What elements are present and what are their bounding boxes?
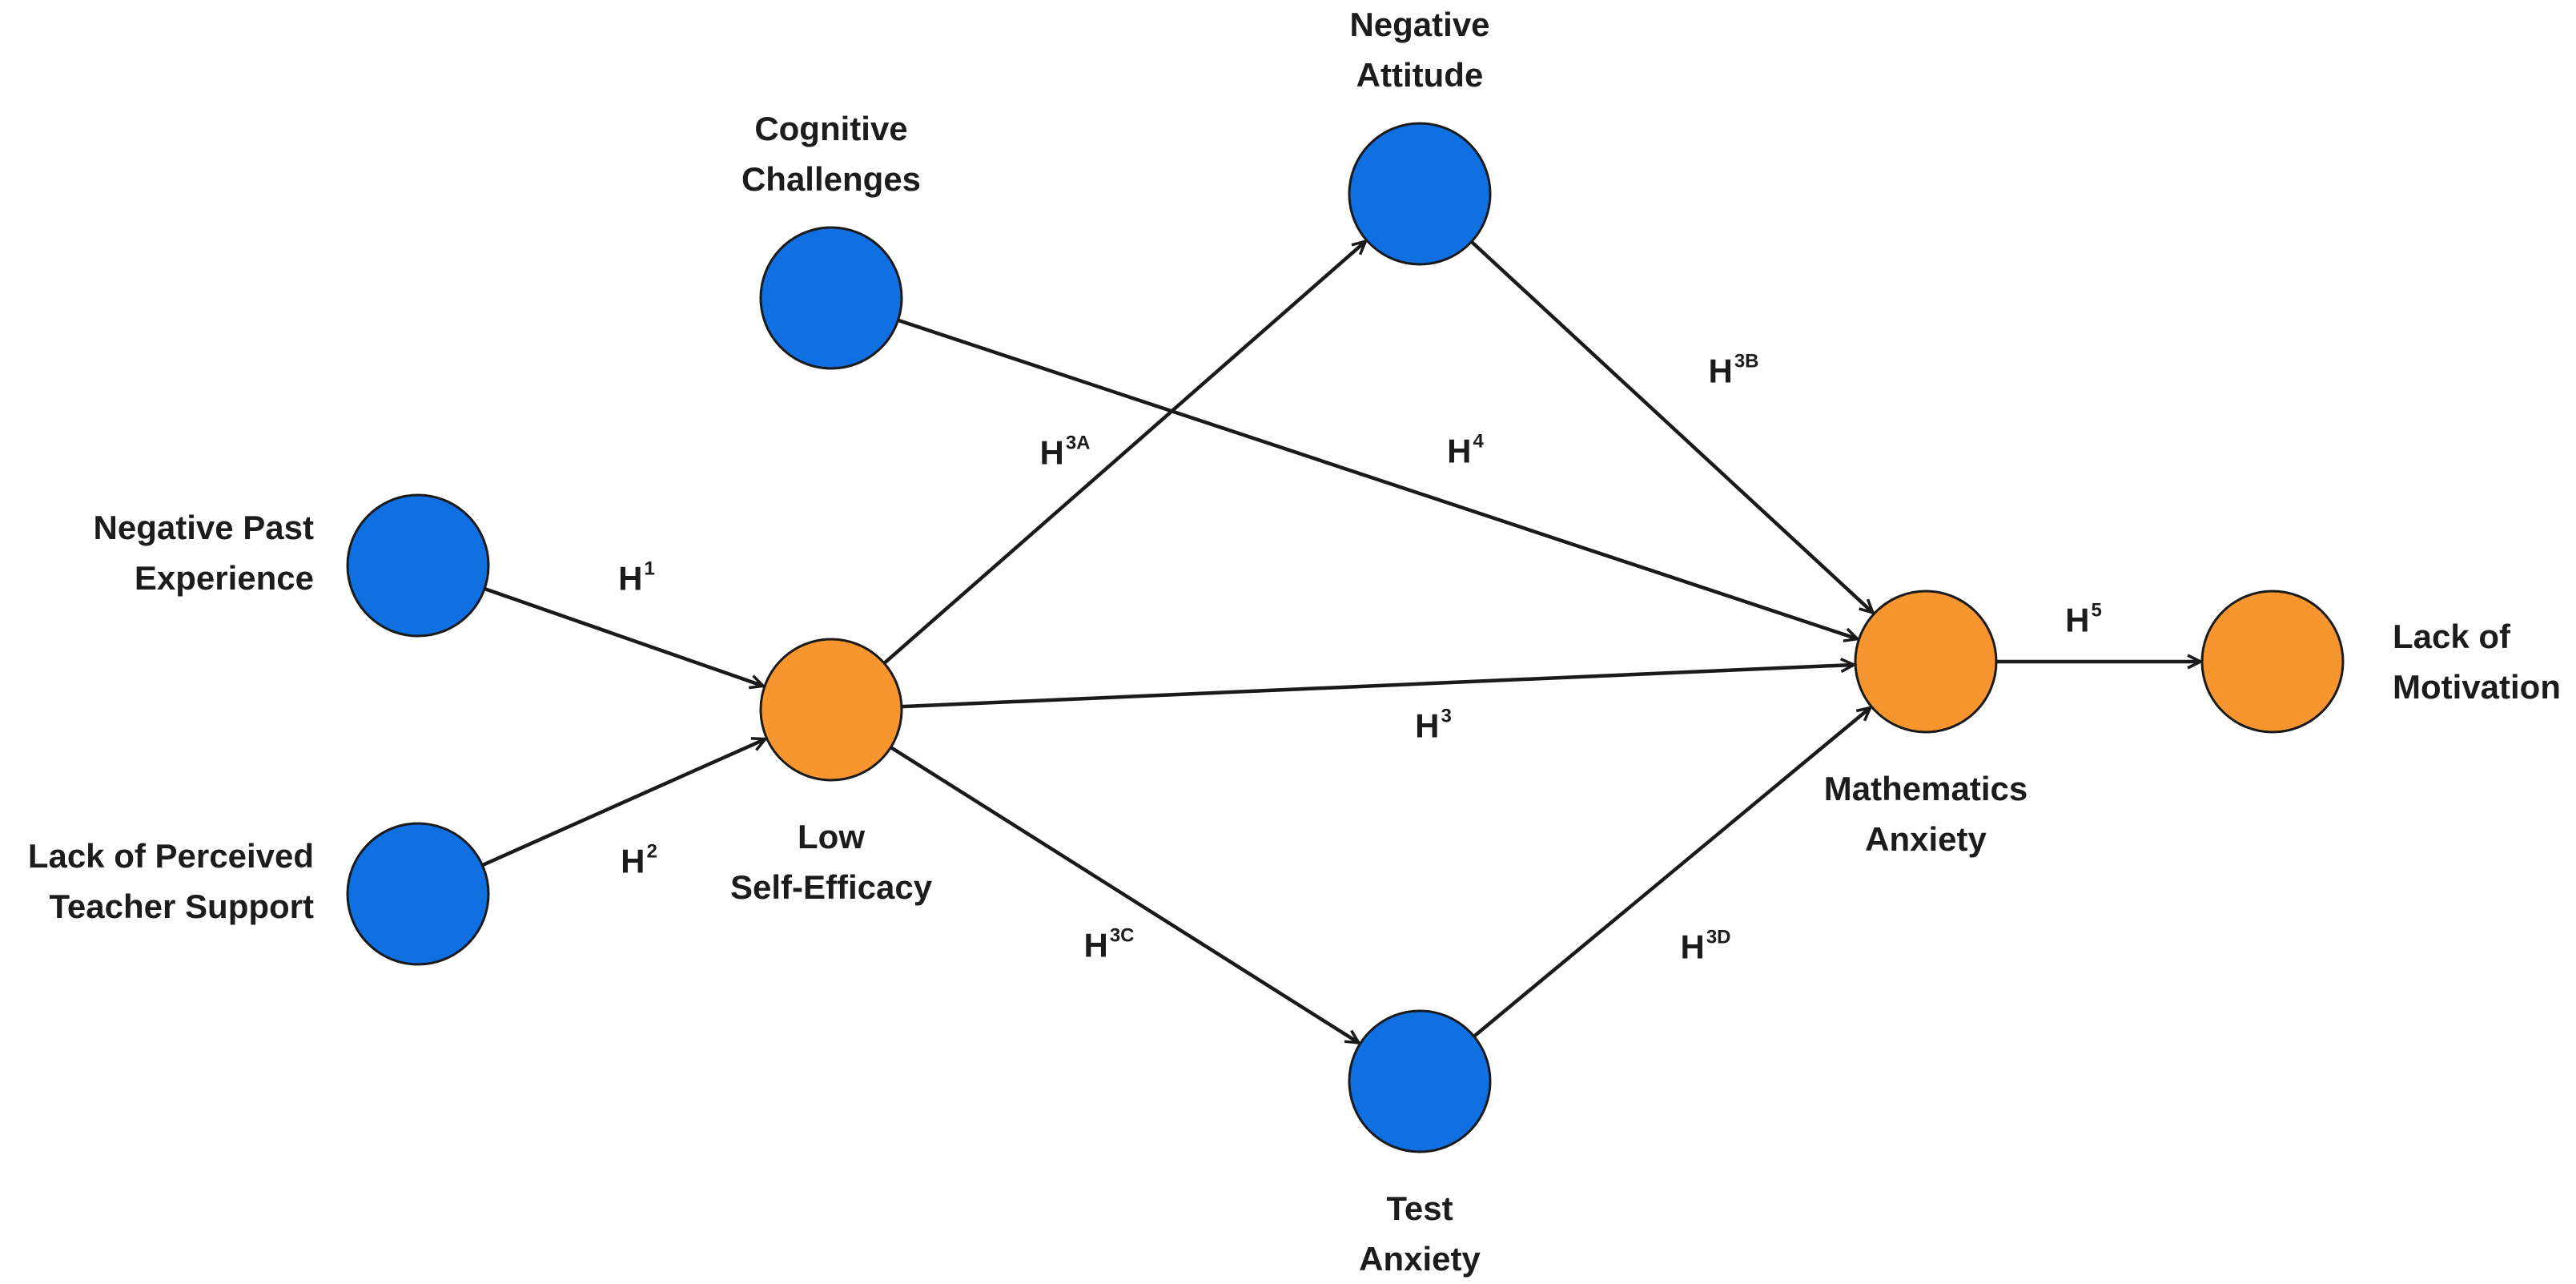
edge-label-superscript: 3C xyxy=(1109,924,1135,947)
node-label-line: Anxiety xyxy=(1359,1240,1481,1278)
edge-label-lse-to-test: H3C xyxy=(1083,920,1134,971)
node-circle-lse xyxy=(759,638,903,782)
edge-label-lse-to-neg_att: H3A xyxy=(1039,428,1090,478)
edges-layer xyxy=(481,240,2200,1043)
edge-arrow-lse-to-neg_att xyxy=(882,241,1365,665)
edge-label-letter: H xyxy=(1039,433,1064,472)
node-label-line: Motivation xyxy=(2393,668,2561,706)
edge-label-superscript: 3D xyxy=(1706,926,1731,948)
edge-label-superscript: 3B xyxy=(1734,350,1759,372)
edge-label-superscript: 2 xyxy=(646,840,657,863)
edge-arrow-test-to-math xyxy=(1473,707,1871,1038)
edge-label-letter: H xyxy=(618,559,643,598)
edge-arrow-npe-to-lse xyxy=(484,586,763,686)
node-circle-lpts xyxy=(346,822,490,966)
edge-label-lpts-to-lse: H2 xyxy=(621,836,657,887)
edge-label-neg_att-to-math: H3B xyxy=(1708,346,1758,396)
node-label-lom: Lack of Motivation xyxy=(2393,611,2561,712)
node-label-line: Experience xyxy=(134,559,314,597)
edge-label-npe-to-lse: H1 xyxy=(618,553,655,604)
node-label-line: Test xyxy=(1386,1189,1453,1227)
edge-label-superscript: 5 xyxy=(2091,599,2102,622)
node-circle-math xyxy=(1854,590,1998,734)
edge-label-letter: H xyxy=(1708,352,1733,390)
edge-label-letter: H xyxy=(1447,432,1472,470)
node-label-line: Mathematics xyxy=(1823,770,2028,807)
edge-label-math-to-lom: H5 xyxy=(2065,595,2102,646)
edge-label-superscript: 4 xyxy=(1473,430,1484,453)
node-label-line: Lack of xyxy=(2393,618,2511,655)
edge-label-superscript: 1 xyxy=(644,557,655,580)
node-label-line: Self-Efficacy xyxy=(729,868,933,906)
node-label-line: Anxiety xyxy=(1865,820,1987,858)
node-circle-neg_att xyxy=(1348,122,1492,266)
node-circle-test xyxy=(1348,1009,1492,1153)
edge-label-letter: H xyxy=(621,842,645,880)
node-label-line: Attitude xyxy=(1356,56,1484,94)
edge-arrow-lpts-to-lse xyxy=(481,739,765,867)
edge-arrow-lse-to-math xyxy=(901,665,1854,709)
node-label-line: Low xyxy=(798,818,865,855)
node-label-line: Cognitive xyxy=(754,110,908,147)
edge-arrow-cog-to-math xyxy=(897,318,1858,639)
node-circle-cog xyxy=(759,226,903,370)
node-circle-npe xyxy=(346,493,490,638)
edge-label-letter: H xyxy=(1083,926,1108,964)
edge-arrow-lse-to-test xyxy=(890,746,1358,1043)
edge-label-letter: H xyxy=(1415,706,1440,745)
edge-label-lse-to-math: H3 xyxy=(1415,701,1452,751)
node-label-line: Negative Past xyxy=(93,509,314,546)
edge-label-superscript: 3 xyxy=(1441,705,1452,727)
edge-label-letter: H xyxy=(2065,601,2090,639)
node-label-line: Teacher Support xyxy=(49,888,314,925)
edge-label-letter: H xyxy=(1680,928,1705,966)
edge-label-test-to-math: H3D xyxy=(1680,922,1730,972)
edge-label-superscript: 3A xyxy=(1065,432,1091,454)
node-label-line: Negative xyxy=(1349,6,1490,43)
edge-arrow-neg_att-to-math xyxy=(1470,240,1873,613)
node-label-line: Lack of Perceived xyxy=(27,837,314,875)
node-circle-lom xyxy=(2200,590,2345,734)
edge-label-cog-to-math: H4 xyxy=(1447,426,1484,477)
node-label-line: Challenges xyxy=(741,160,922,198)
nodes-layer xyxy=(346,122,2345,1153)
